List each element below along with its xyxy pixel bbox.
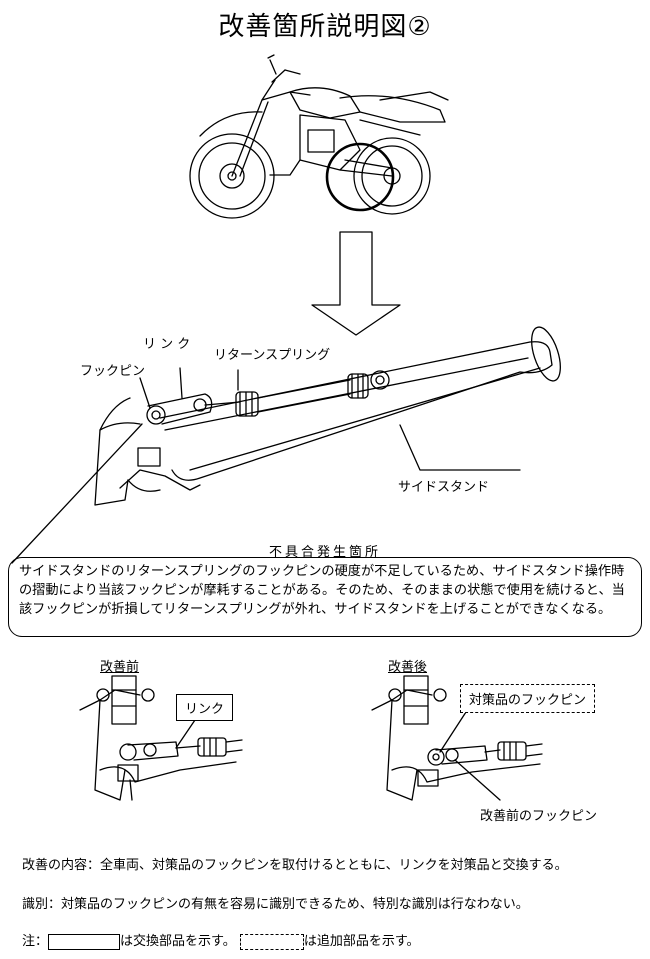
side-stand-illustration <box>11 326 561 564</box>
after-pin-callout: 対策品のフックピン <box>460 684 596 713</box>
legend-dashed-text: は追加部品を示す。 <box>303 934 420 949</box>
legend-solid-text: は交換部品を示す。 <box>120 934 236 949</box>
hook-pin-label: フックピン <box>80 364 146 379</box>
before-illustration <box>79 675 243 801</box>
defect-heading: 不具合発生箇所 <box>268 545 381 560</box>
identification-note: 識別：対策品のフックピンの有無を容易に識別できるため、特別な識別は行なわない。 <box>22 897 529 912</box>
after-heading: 改善後 <box>388 660 428 675</box>
motorcycle-illustration <box>189 54 449 219</box>
return-spring-label: リターンスプリング <box>214 348 331 363</box>
improvement-content: 改善の内容：全車両、対策品のフックピンを取付けるとともに、リンクを対策品と交換す… <box>22 858 568 873</box>
page-title: 改善箇所説明図② <box>218 12 432 42</box>
side-stand-label: サイドスタンド <box>398 480 490 495</box>
legend-dashed-box <box>239 933 304 950</box>
old-pin-label: 改善前のフックピン <box>480 809 598 824</box>
before-link-callout: リンク <box>176 694 234 721</box>
down-arrow <box>311 231 401 336</box>
legend-solid-box <box>48 933 121 950</box>
legend-prefix: 注： <box>22 934 49 949</box>
before-heading: 改善前 <box>100 660 140 675</box>
defect-description: サイドスタンドのリターンスプリングのフックピンの硬度が不足しているため、サイドス… <box>8 557 642 637</box>
after-illustration <box>371 675 543 801</box>
link-label: リ ン ク <box>143 337 191 352</box>
legend: 注： は交換部品を示す。 は追加部品を示す。 <box>22 930 420 950</box>
